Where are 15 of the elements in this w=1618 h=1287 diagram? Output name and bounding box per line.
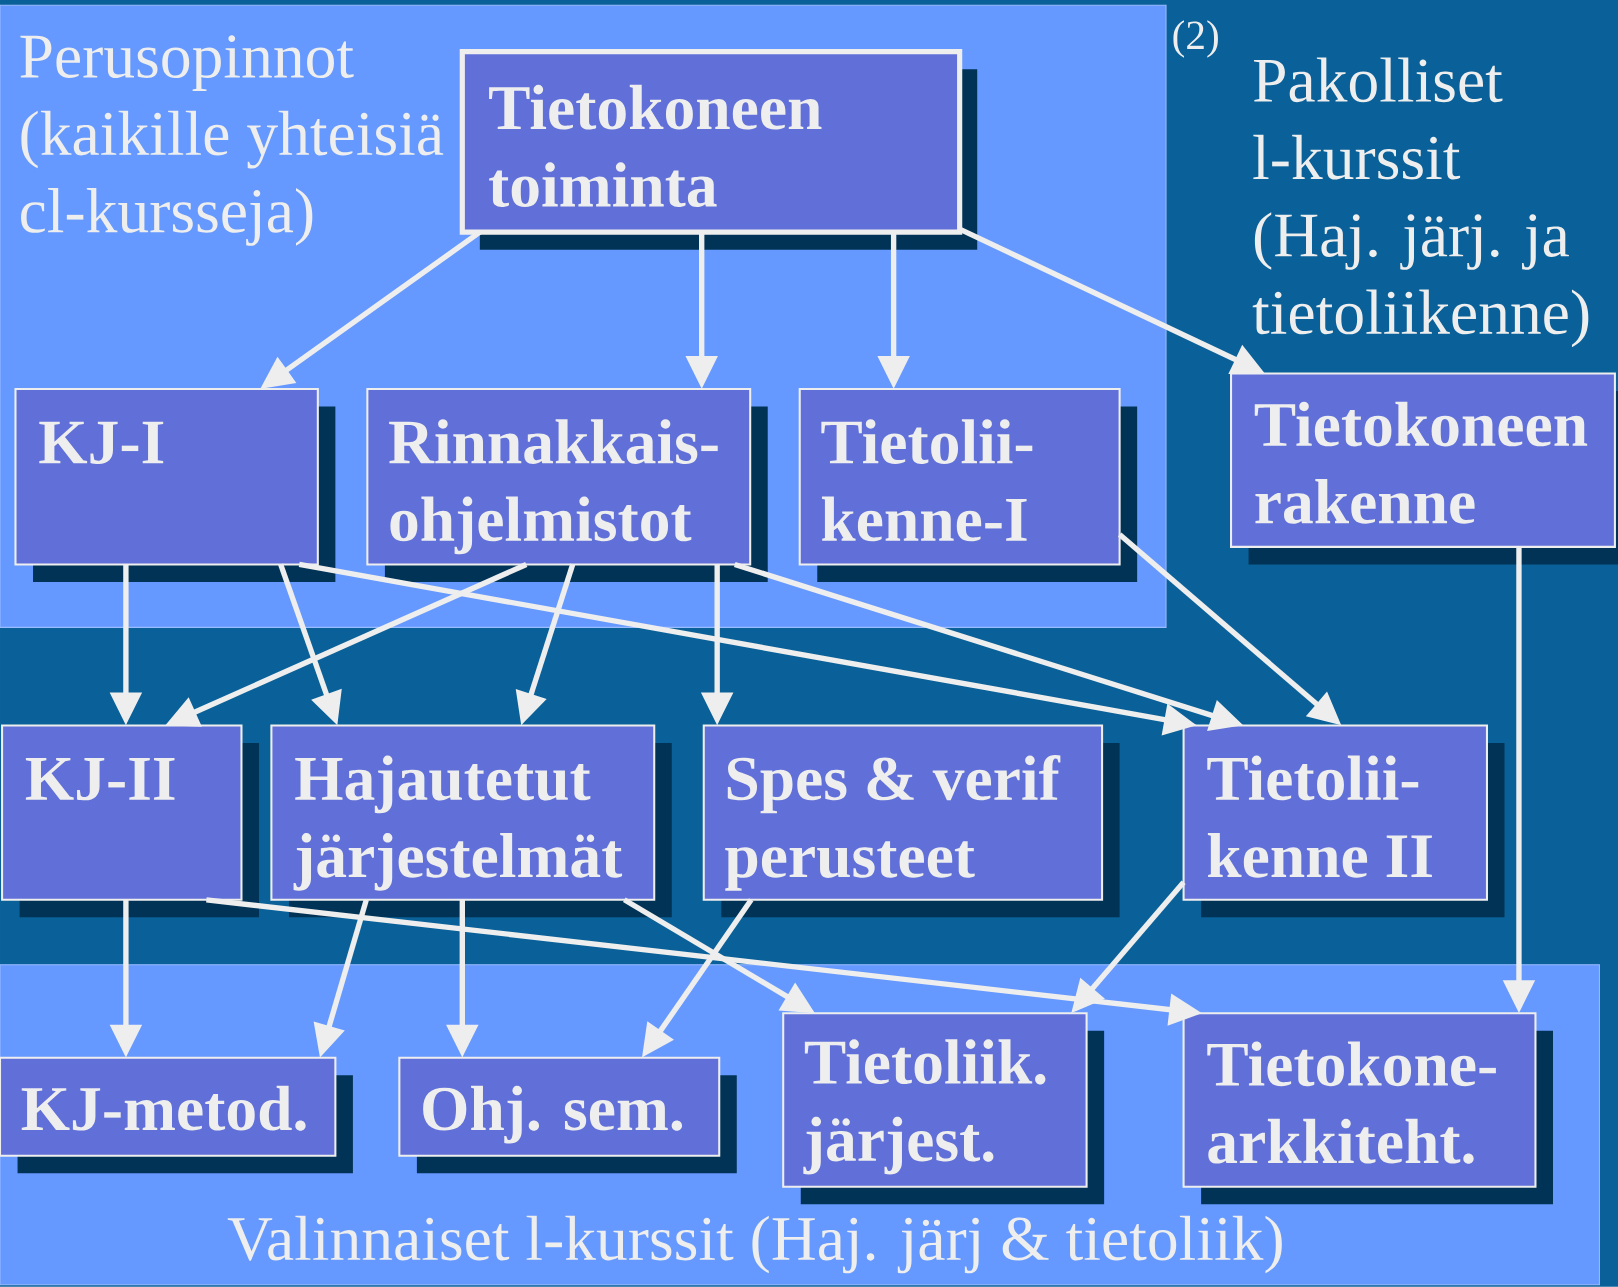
course-box: Tietoliik. järjest.: [782, 1012, 1105, 1205]
course-box: Tietokoneen rakenne: [1230, 372, 1618, 565]
course-box: Spes & verif perusteet: [702, 724, 1120, 918]
course-box: KJ-II: [1, 724, 259, 918]
course-box: Tietolii-kenne II: [1182, 724, 1505, 918]
course-box: Tietokone-arkkiteht.: [1182, 1012, 1553, 1205]
course-box: Tietokoneen toiminta: [459, 49, 978, 250]
course-box: Ohj. sem.: [398, 1056, 737, 1174]
course-box: KJ-metod.: [0, 1056, 353, 1174]
label-text: Pakolliset l-kurssit (Haj. järj. ja tietoliikenne): [1252, 57, 1589, 348]
course-box: Tietolii-kenne-I: [798, 388, 1138, 583]
course-box: KJ-I: [14, 388, 336, 583]
course-box: Rinnakkais-ohjelmistot: [366, 388, 768, 583]
label-text: (2): [1173, 20, 1218, 58]
course-box: Hajautetut järjestelmät: [270, 724, 672, 918]
